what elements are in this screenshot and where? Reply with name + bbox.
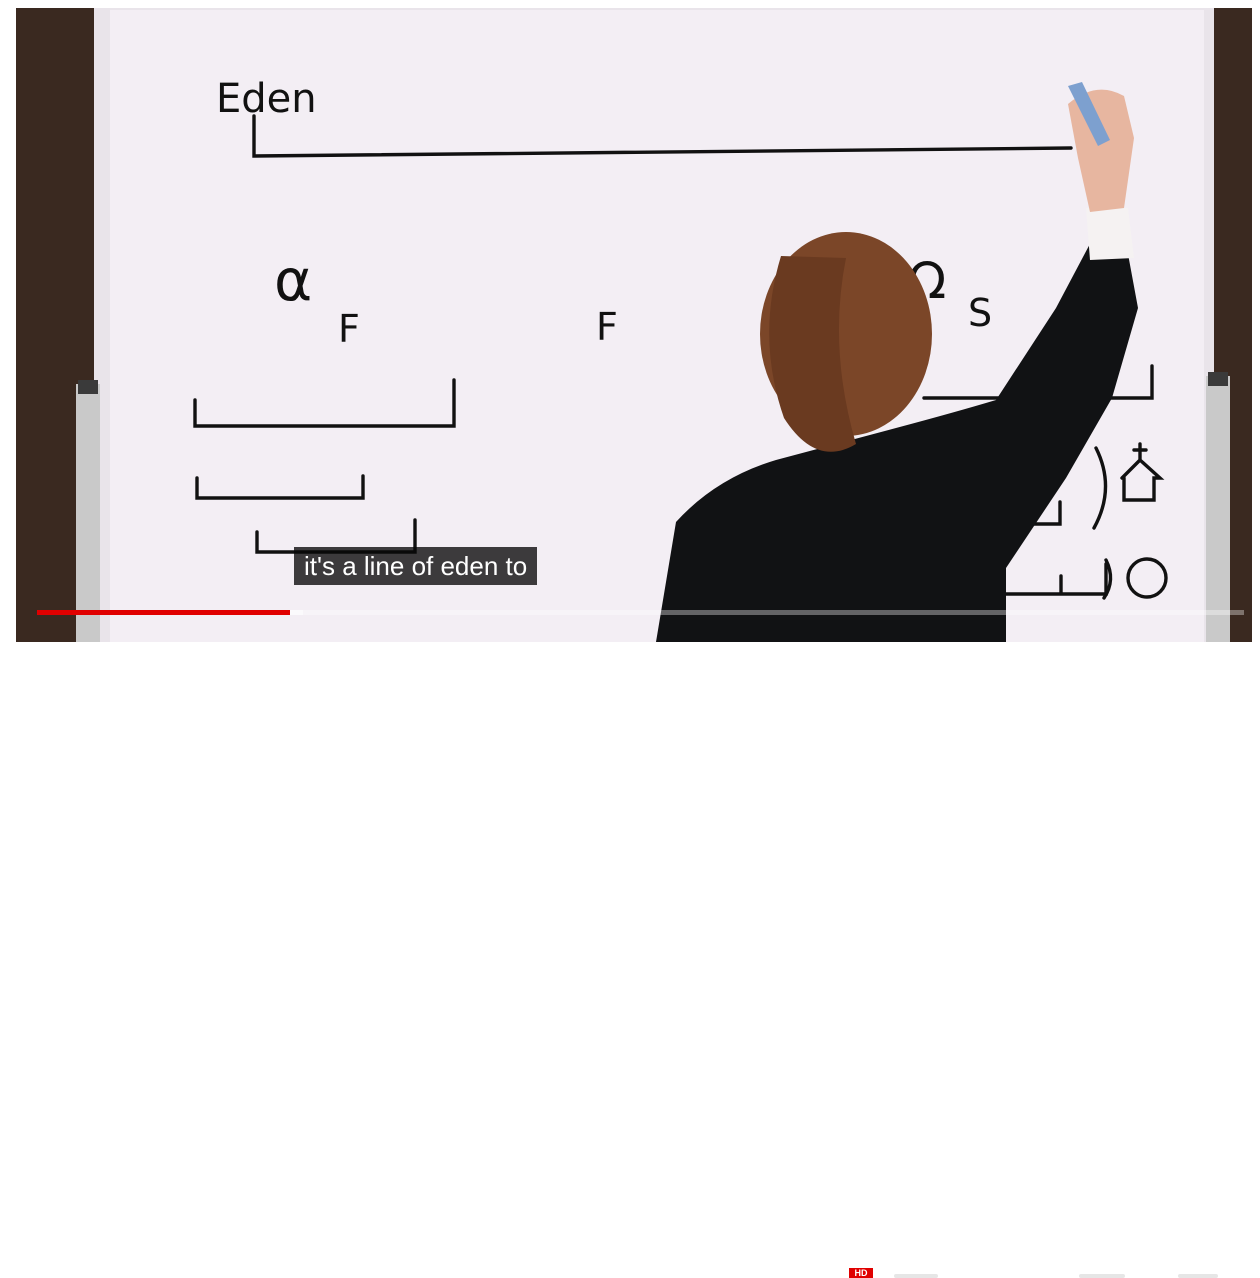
globe-icon — [1126, 557, 1168, 599]
settings-button[interactable] — [894, 1274, 938, 1278]
left-bracket-2 — [195, 474, 365, 500]
eden-timeline-line — [252, 114, 1073, 158]
progress-bar[interactable] — [37, 610, 1244, 615]
theater-button[interactable] — [1079, 1274, 1125, 1278]
hd-badge: HD — [849, 1268, 873, 1278]
board-stand-right — [1206, 376, 1230, 642]
presenter-hand — [1068, 89, 1134, 212]
marker-pen — [1068, 82, 1110, 146]
middle-f-label: F — [596, 305, 618, 349]
fullscreen-button[interactable] — [1178, 1274, 1218, 1278]
alpha-subscript: F — [338, 307, 360, 351]
presenter — [656, 82, 1138, 642]
eden-label: Eden — [216, 76, 317, 122]
progress-played — [37, 610, 291, 615]
presenter-cuff — [1086, 208, 1134, 260]
church-icon — [1120, 442, 1165, 502]
alpha-symbol: α — [274, 246, 312, 314]
left-bracket-1 — [193, 378, 456, 428]
video-frame[interactable]: Eden α F F Ω S it's a line of eden to — [16, 8, 1252, 642]
video-scene: Eden α F F Ω S — [16, 8, 1252, 642]
paren-2 — [1102, 558, 1113, 600]
presenter-jacket — [656, 240, 1138, 642]
board-stand-left-cap — [78, 380, 98, 394]
omega-subscript: S — [968, 291, 992, 335]
caption-text: it's a line of eden to — [294, 547, 538, 585]
presenter-braid — [769, 256, 856, 452]
paren-1 — [1092, 446, 1108, 530]
board-stand-right-cap — [1208, 372, 1228, 386]
board-stand-left — [76, 384, 100, 642]
player-controls: HD — [16, 632, 1252, 1278]
